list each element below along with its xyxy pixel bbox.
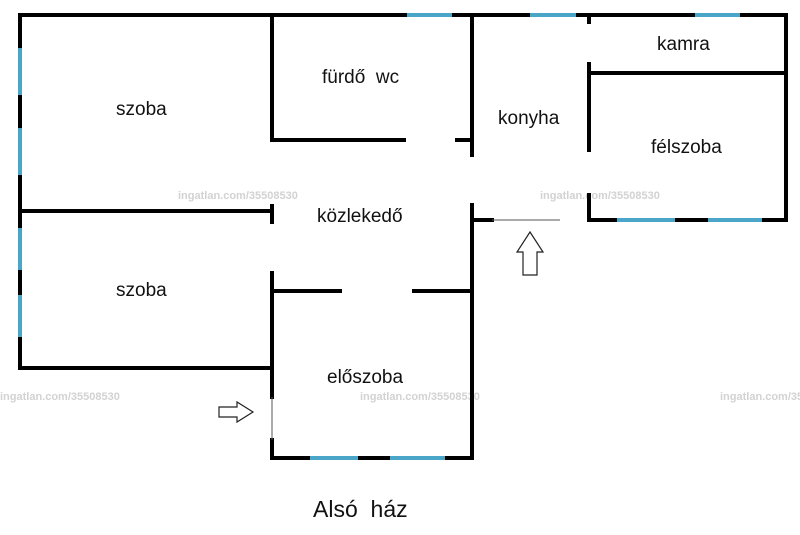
room-label-kozlekedo: közlekedő [317,206,403,227]
room-label-konyha: konyha [498,108,560,129]
watermark: ingatlan.com/35508530 [540,190,660,202]
room-label-szoba-top: szoba [116,99,167,120]
plan-caption: Alsó ház [313,496,408,522]
room-label-kamra: kamra [657,34,710,55]
watermark: ingatlan.com/35508530 [720,391,800,403]
watermark: ingatlan.com/35508530 [360,391,480,403]
room-label-eloszoba: előszoba [327,367,403,388]
watermark: ingatlan.com/35508530 [0,391,120,403]
arrow-right-icon [218,400,255,424]
room-label-furdo-wc: fürdő wc [322,67,399,88]
room-label-felszoba: félszoba [651,137,722,158]
room-labels: szoba fürdő wc konyha kamra félszoba köz… [116,34,722,388]
room-label-szoba-bottom: szoba [116,280,167,301]
watermarks: ingatlan.com/35508530 ingatlan.com/35508… [0,190,800,403]
windows [18,13,762,460]
arrow-up-icon [515,230,545,276]
doors [271,219,560,440]
watermark: ingatlan.com/35508530 [178,190,298,202]
